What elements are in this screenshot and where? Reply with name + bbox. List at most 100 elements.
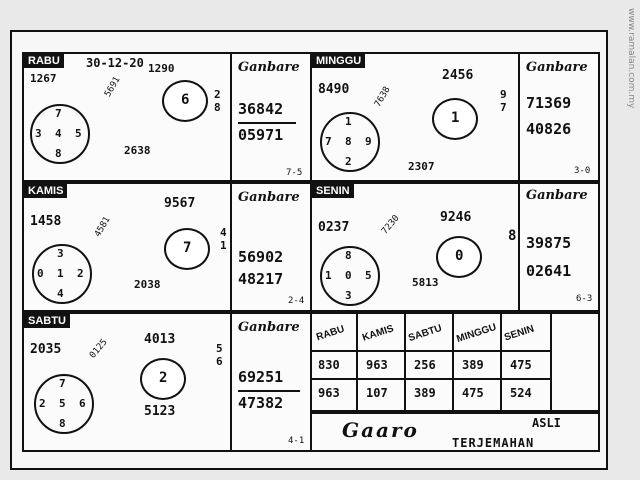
number-a: 69251 — [238, 368, 284, 386]
date-label: 30-12-20 — [86, 56, 144, 70]
logo-text: Gaaro — [342, 418, 419, 442]
number-bottom: 2638 — [124, 144, 151, 157]
day-label-minggu: MINGGU — [312, 54, 366, 68]
grid-line — [550, 314, 552, 410]
ring-top: 8 — [345, 249, 352, 262]
divider — [230, 184, 232, 310]
ring-center: 8 — [345, 135, 352, 148]
footnote: 7-5 — [286, 168, 303, 178]
ring-top: 7 — [59, 377, 66, 390]
ring-center: 0 — [345, 269, 352, 282]
asli-label: ASLI — [532, 416, 561, 430]
panel-rabu: RABU 30-12-20 1267 5691 1290 6 2 8 7 3 4… — [22, 52, 312, 182]
ring-left: 3 — [35, 127, 42, 140]
ring-bottom: 8 — [59, 417, 66, 430]
grid-header-2: KAMIS — [361, 323, 396, 344]
number-ring — [320, 246, 380, 306]
grid-cell: 475 — [462, 386, 484, 400]
number-center-top: 4013 — [144, 332, 176, 347]
ring-bottom: 2 — [345, 155, 352, 168]
ring-bottom: 8 — [55, 147, 62, 160]
number-b: 40826 — [526, 120, 572, 138]
face-number: 1 — [451, 110, 460, 126]
ring-left: 1 — [325, 269, 332, 282]
grid-line — [500, 314, 502, 410]
number-center-top: 9246 — [440, 210, 472, 225]
grid-cell: 256 — [414, 358, 436, 372]
grid-cell: 107 — [366, 386, 388, 400]
number-center-top: 1290 — [148, 62, 175, 75]
divider — [230, 54, 232, 180]
number-bottom: 2038 — [134, 278, 161, 291]
face-drawing — [140, 358, 186, 400]
face-drawing — [164, 228, 210, 270]
number-mid-small: 7638 — [373, 85, 393, 109]
grid-cell: 524 — [510, 386, 532, 400]
footnote: 6-3 — [576, 294, 593, 304]
number-mid-small: 5691 — [103, 75, 123, 99]
panel-sabtu: SABTU 2035 0125 4013 2 5 6 7 2 5 6 8 512… — [22, 312, 312, 452]
face-number: 7 — [183, 240, 192, 256]
face-number: 0 — [455, 248, 464, 264]
grid-cell: 475 — [510, 358, 532, 372]
number-top-left: 0237 — [318, 220, 350, 235]
ring-top: 1 — [345, 115, 352, 128]
number-ring — [32, 244, 92, 304]
panel-summary-grid: RABU KAMIS SABTU MINGGU SENIN 830 963 25… — [310, 312, 600, 412]
grid-header-1: RABU — [315, 323, 346, 344]
number-top-left: 8490 — [318, 82, 350, 97]
ring-top: 7 — [55, 107, 62, 120]
panel-minggu: MINGGU 8490 7638 2456 1 9 7 1 7 8 9 2 23… — [310, 52, 600, 182]
side-numbers: 2 8 — [214, 88, 221, 114]
footnote: 2-4 — [288, 296, 305, 306]
number-mid-small: 4581 — [93, 215, 113, 239]
footnote: 4-1 — [288, 436, 305, 446]
face-number: 6 — [181, 92, 190, 108]
number-a: 56902 — [238, 248, 284, 266]
brand-ganbare: Ganbare — [526, 60, 588, 75]
ring-left: 0 — [37, 267, 44, 280]
brand-ganbare: Ganbare — [238, 190, 300, 205]
day-label-rabu: RABU — [24, 54, 64, 68]
number-mid-small: 0125 — [88, 337, 110, 361]
footnote: 3-0 — [574, 166, 591, 176]
ring-right: 9 — [365, 135, 372, 148]
grid-cell: 963 — [318, 386, 340, 400]
grid-header-4: MINGGU — [455, 321, 498, 346]
number-ring — [30, 104, 90, 164]
ring-right: 2 — [77, 267, 84, 280]
ring-bottom: 4 — [57, 287, 64, 300]
number-center-top: 2456 — [442, 68, 474, 83]
face-drawing — [162, 80, 208, 122]
ring-left: 2 — [39, 397, 46, 410]
number-top-left: 1267 — [30, 72, 57, 85]
number-b: 48217 — [238, 270, 284, 288]
face-drawing — [432, 98, 478, 140]
day-label-kamis: KAMIS — [24, 184, 68, 198]
watermark-text: www.ramalan.com.my — [626, 8, 636, 109]
ring-center: 4 — [55, 127, 62, 140]
underline — [238, 390, 300, 392]
grid-header-5: SENIN — [503, 323, 536, 344]
number-center-top: 9567 — [164, 196, 196, 211]
grid-cell: 963 — [366, 358, 388, 372]
grid-line — [312, 378, 552, 380]
brand-ganbare: Ganbare — [526, 188, 588, 203]
ring-right: 5 — [365, 269, 372, 282]
number-a: 39875 — [526, 234, 572, 252]
grid-line — [404, 314, 406, 410]
grid-line — [452, 314, 454, 410]
divider — [518, 54, 520, 180]
number-bottom: 2307 — [408, 160, 435, 173]
side-numbers: 8 — [508, 228, 517, 244]
underline — [238, 122, 296, 124]
lottery-prediction-sheet: RABU 30-12-20 1267 5691 1290 6 2 8 7 3 4… — [10, 30, 608, 470]
number-bottom: 5123 — [144, 404, 176, 419]
face-number: 2 — [159, 370, 168, 386]
panel-footer: Gaaro ASLI TERJEMAHAN — [310, 412, 600, 452]
brand-ganbare: Ganbare — [238, 320, 300, 335]
day-label-sabtu: SABTU — [24, 314, 70, 328]
side-numbers: 9 7 — [500, 88, 507, 114]
grid-cell: 830 — [318, 358, 340, 372]
number-b: 02641 — [526, 262, 572, 280]
